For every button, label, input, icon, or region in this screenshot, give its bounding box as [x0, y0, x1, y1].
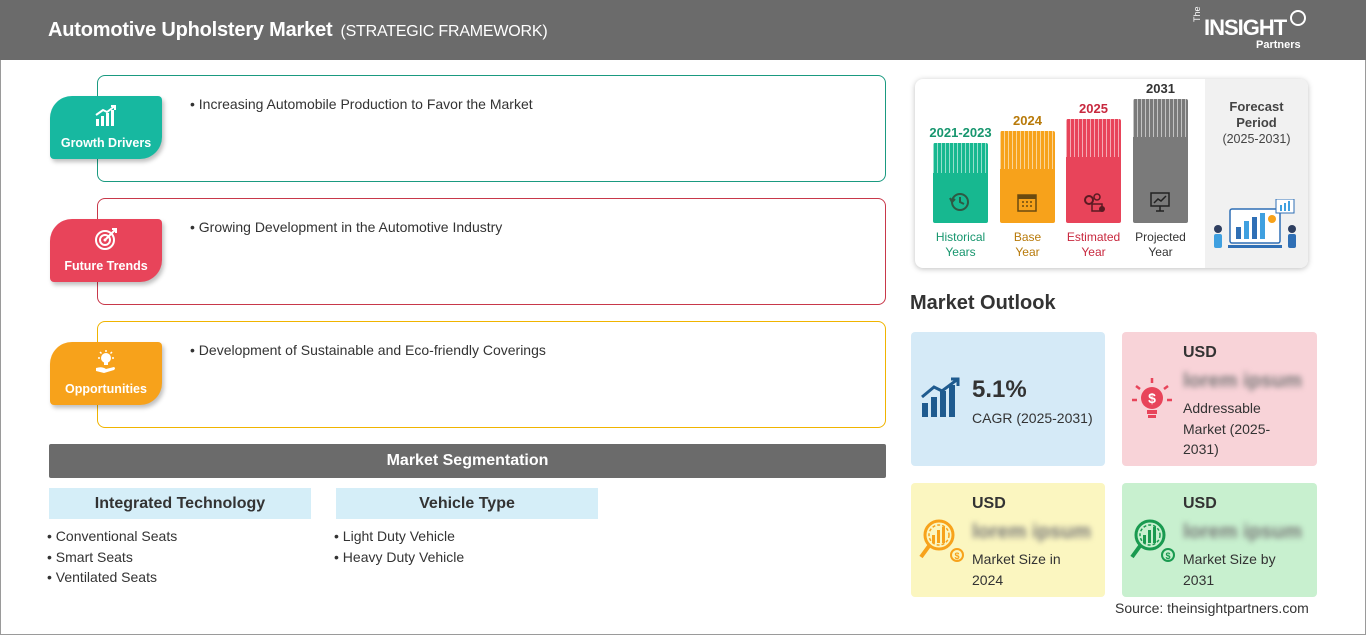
forecast-range: (2025-2031) [1222, 132, 1291, 146]
insight-partners-logo[interactable]: The INSIGHT Partners [1190, 6, 1310, 54]
timeline-bar-stripes [1133, 99, 1188, 137]
cagr-box: 5.1% CAGR (2025-2031) [911, 332, 1105, 466]
growth-chart-icon [95, 105, 116, 126]
segment-list-integrated-technology: Conventional Seats Smart Seats Ventilate… [47, 526, 177, 588]
timeline-bar-stripes [1000, 131, 1055, 169]
logo-arc-icon [1290, 10, 1306, 26]
timeline-year-0: 2021-2023 [929, 125, 992, 140]
market-size-2024-value: lorem ipsum [972, 521, 1091, 543]
opportunities-label: Opportunities [65, 382, 147, 396]
timeline-year-1: 2024 [1013, 113, 1042, 128]
cagr-label: CAGR (2025-2031) [972, 410, 1093, 426]
segment-item: Heavy Duty Vehicle [334, 547, 464, 568]
segment-item: Ventilated Seats [47, 567, 177, 588]
timeline-year-3: 2031 [1146, 81, 1175, 96]
money-bulb-icon: $ [1132, 378, 1172, 418]
analytics-people-icon [1214, 199, 1296, 248]
timeline-bar-0 [933, 143, 988, 223]
timeline-bar-3 [1133, 99, 1188, 223]
segment-item: Smart Seats [47, 547, 177, 568]
svg-text:$: $ [1165, 551, 1170, 561]
growth-drivers-card: • Increasing Automobile Production to Fa… [97, 75, 886, 182]
segment-heading-vehicle-type: Vehicle Type [336, 488, 598, 519]
calendar-icon [1017, 194, 1037, 212]
timeline-bar-stripes [933, 143, 988, 173]
presentation-icon [1150, 192, 1170, 212]
logo-the: The [1192, 6, 1202, 22]
future-trends-label: Future Trends [64, 259, 148, 273]
magnifier-chart-icon: $ [919, 519, 964, 562]
source-link[interactable]: Source: theinsightpartners.com [1115, 600, 1309, 616]
segment-item: Light Duty Vehicle [334, 526, 464, 547]
timeline-bar-stripes [1066, 119, 1121, 157]
opportunities-bullet: • Development of Sustainable and Eco-fri… [190, 342, 546, 358]
logo-partners: Partners [1256, 39, 1301, 51]
page-title: Automotive Upholstery Market(STRATEGIC F… [48, 19, 548, 41]
lightbulb-hand-icon [96, 350, 115, 373]
timeline-bar-1 [1000, 131, 1055, 223]
future-trends-bullet: • Growing Development in the Automotive … [190, 219, 503, 235]
addressable-value: lorem ipsum [1183, 370, 1302, 392]
segmentation-title: Market Segmentation [49, 444, 886, 478]
growth-drivers-bullet: • Increasing Automobile Production to Fa… [190, 96, 533, 112]
page-subtitle: (STRATEGIC FRAMEWORK) [340, 23, 548, 40]
segment-list-vehicle-type: Light Duty Vehicle Heavy Duty Vehicle [334, 526, 464, 567]
future-trends-card: • Growing Development in the Automotive … [97, 198, 886, 305]
segment-item: Conventional Seats [47, 526, 177, 547]
target-icon [95, 228, 117, 250]
history-icon [949, 193, 969, 211]
header-bar: Automotive Upholstery Market(STRATEGIC F… [0, 0, 1366, 60]
gears-chart-icon [1084, 193, 1105, 212]
future-trends-badge: Future Trends [50, 219, 162, 282]
market-size-2024-usd: USD [972, 495, 1006, 512]
timeline-bar-2 [1066, 119, 1121, 223]
logo-insight: INSIGHT [1204, 15, 1287, 40]
opportunities-badge: Opportunities [50, 342, 162, 405]
market-size-2031-usd: USD [1183, 495, 1217, 512]
svg-text:$: $ [954, 551, 959, 561]
market-outlook-title: Market Outlook [910, 292, 1056, 314]
market-size-2031-value: lorem ipsum [1183, 521, 1302, 543]
growth-drivers-badge: Growth Drivers [50, 96, 162, 159]
cagr-value: 5.1% [972, 376, 1027, 403]
svg-text:$: $ [1148, 390, 1156, 406]
growth-drivers-label: Growth Drivers [60, 136, 152, 150]
timeline-year-2: 2025 [1079, 101, 1108, 116]
opportunities-card: • Development of Sustainable and Eco-fri… [97, 321, 886, 428]
segment-heading-integrated-technology: Integrated Technology [49, 488, 311, 519]
magnifier-chart-icon: $ [1130, 519, 1175, 562]
growth-chart-icon [921, 377, 960, 417]
addressable-usd: USD [1183, 344, 1217, 361]
